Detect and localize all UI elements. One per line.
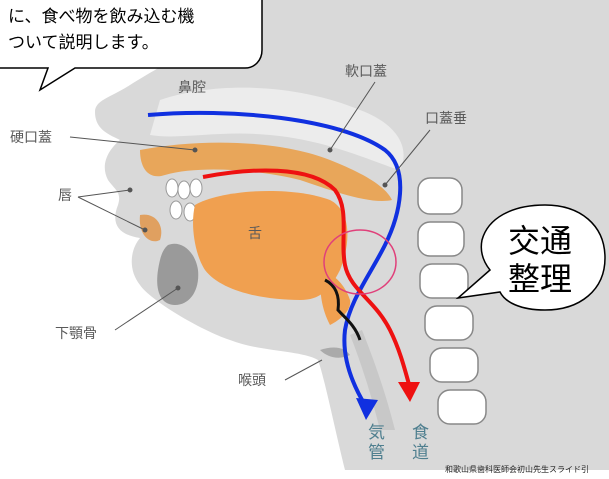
label-uvula: 口蓋垂 bbox=[425, 111, 467, 127]
label-mandible: 下顎骨 bbox=[55, 326, 97, 342]
label-nasal-cavity: 鼻腔 bbox=[178, 79, 206, 96]
label-soft-palate: 軟口蓋 bbox=[345, 64, 387, 80]
label-lips: 唇 bbox=[58, 188, 72, 204]
callout-line-2: ついて説明します。 bbox=[8, 33, 159, 53]
label-esophagus-1: 食 bbox=[412, 423, 429, 443]
label-hard-palate: 硬口蓋 bbox=[10, 130, 52, 146]
bubble-line-2: 整理 bbox=[508, 260, 572, 298]
label-trachea-2: 管 bbox=[368, 443, 385, 463]
label-tongue: 舌 bbox=[248, 226, 262, 242]
label-esophagus-2: 道 bbox=[412, 443, 429, 463]
label-larynx: 喉頭 bbox=[238, 373, 266, 389]
label-trachea-1: 気 bbox=[368, 423, 385, 443]
bubble-line-1: 交通 bbox=[508, 222, 572, 260]
credit-text: 和歌山県歯科医師会初山先生スライド引 bbox=[445, 464, 589, 474]
callout-line-1: に、食べ物を飲み込む機 bbox=[8, 7, 195, 27]
